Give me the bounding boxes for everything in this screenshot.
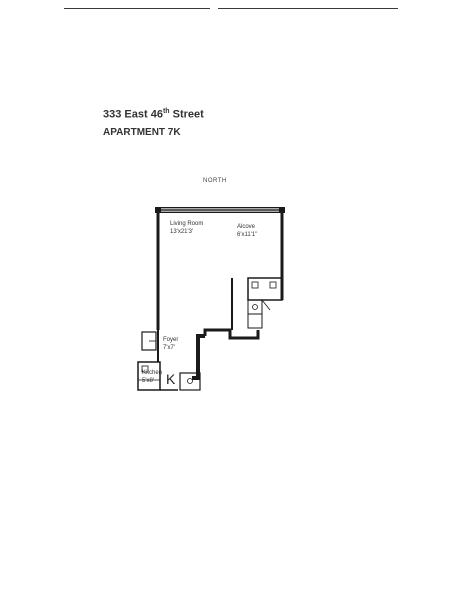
bath-box [247,277,283,301]
unit-marker: K [166,371,176,387]
entry-wall [192,334,205,380]
kitchen-name: Kitchen [142,370,162,376]
foyer-dims: 7'x7' [163,345,175,351]
closet-lower [247,313,263,329]
appliance-box [179,372,201,391]
south-wall [203,328,260,340]
address-title: 333 East 46th Street [103,108,204,121]
living-room-dims: 13'x21'3' [170,229,193,235]
living-room-name: Living Room [170,221,203,227]
kitchen-dims: 5'x8' [142,378,154,384]
apartment-title: APARTMENT 7K [103,127,181,138]
alcove-name: Alcove [237,224,256,230]
north-label: NORTH [203,178,227,184]
foyer-name: Foyer [163,337,178,343]
top-rule-right [218,8,398,9]
alcove-dims: 6'x11'1" [237,232,257,238]
top-rule-left [64,8,210,9]
closet-upper [247,299,263,315]
kitchen-outline [137,361,161,391]
corner-ne [279,207,285,213]
corner-nw [155,207,161,213]
